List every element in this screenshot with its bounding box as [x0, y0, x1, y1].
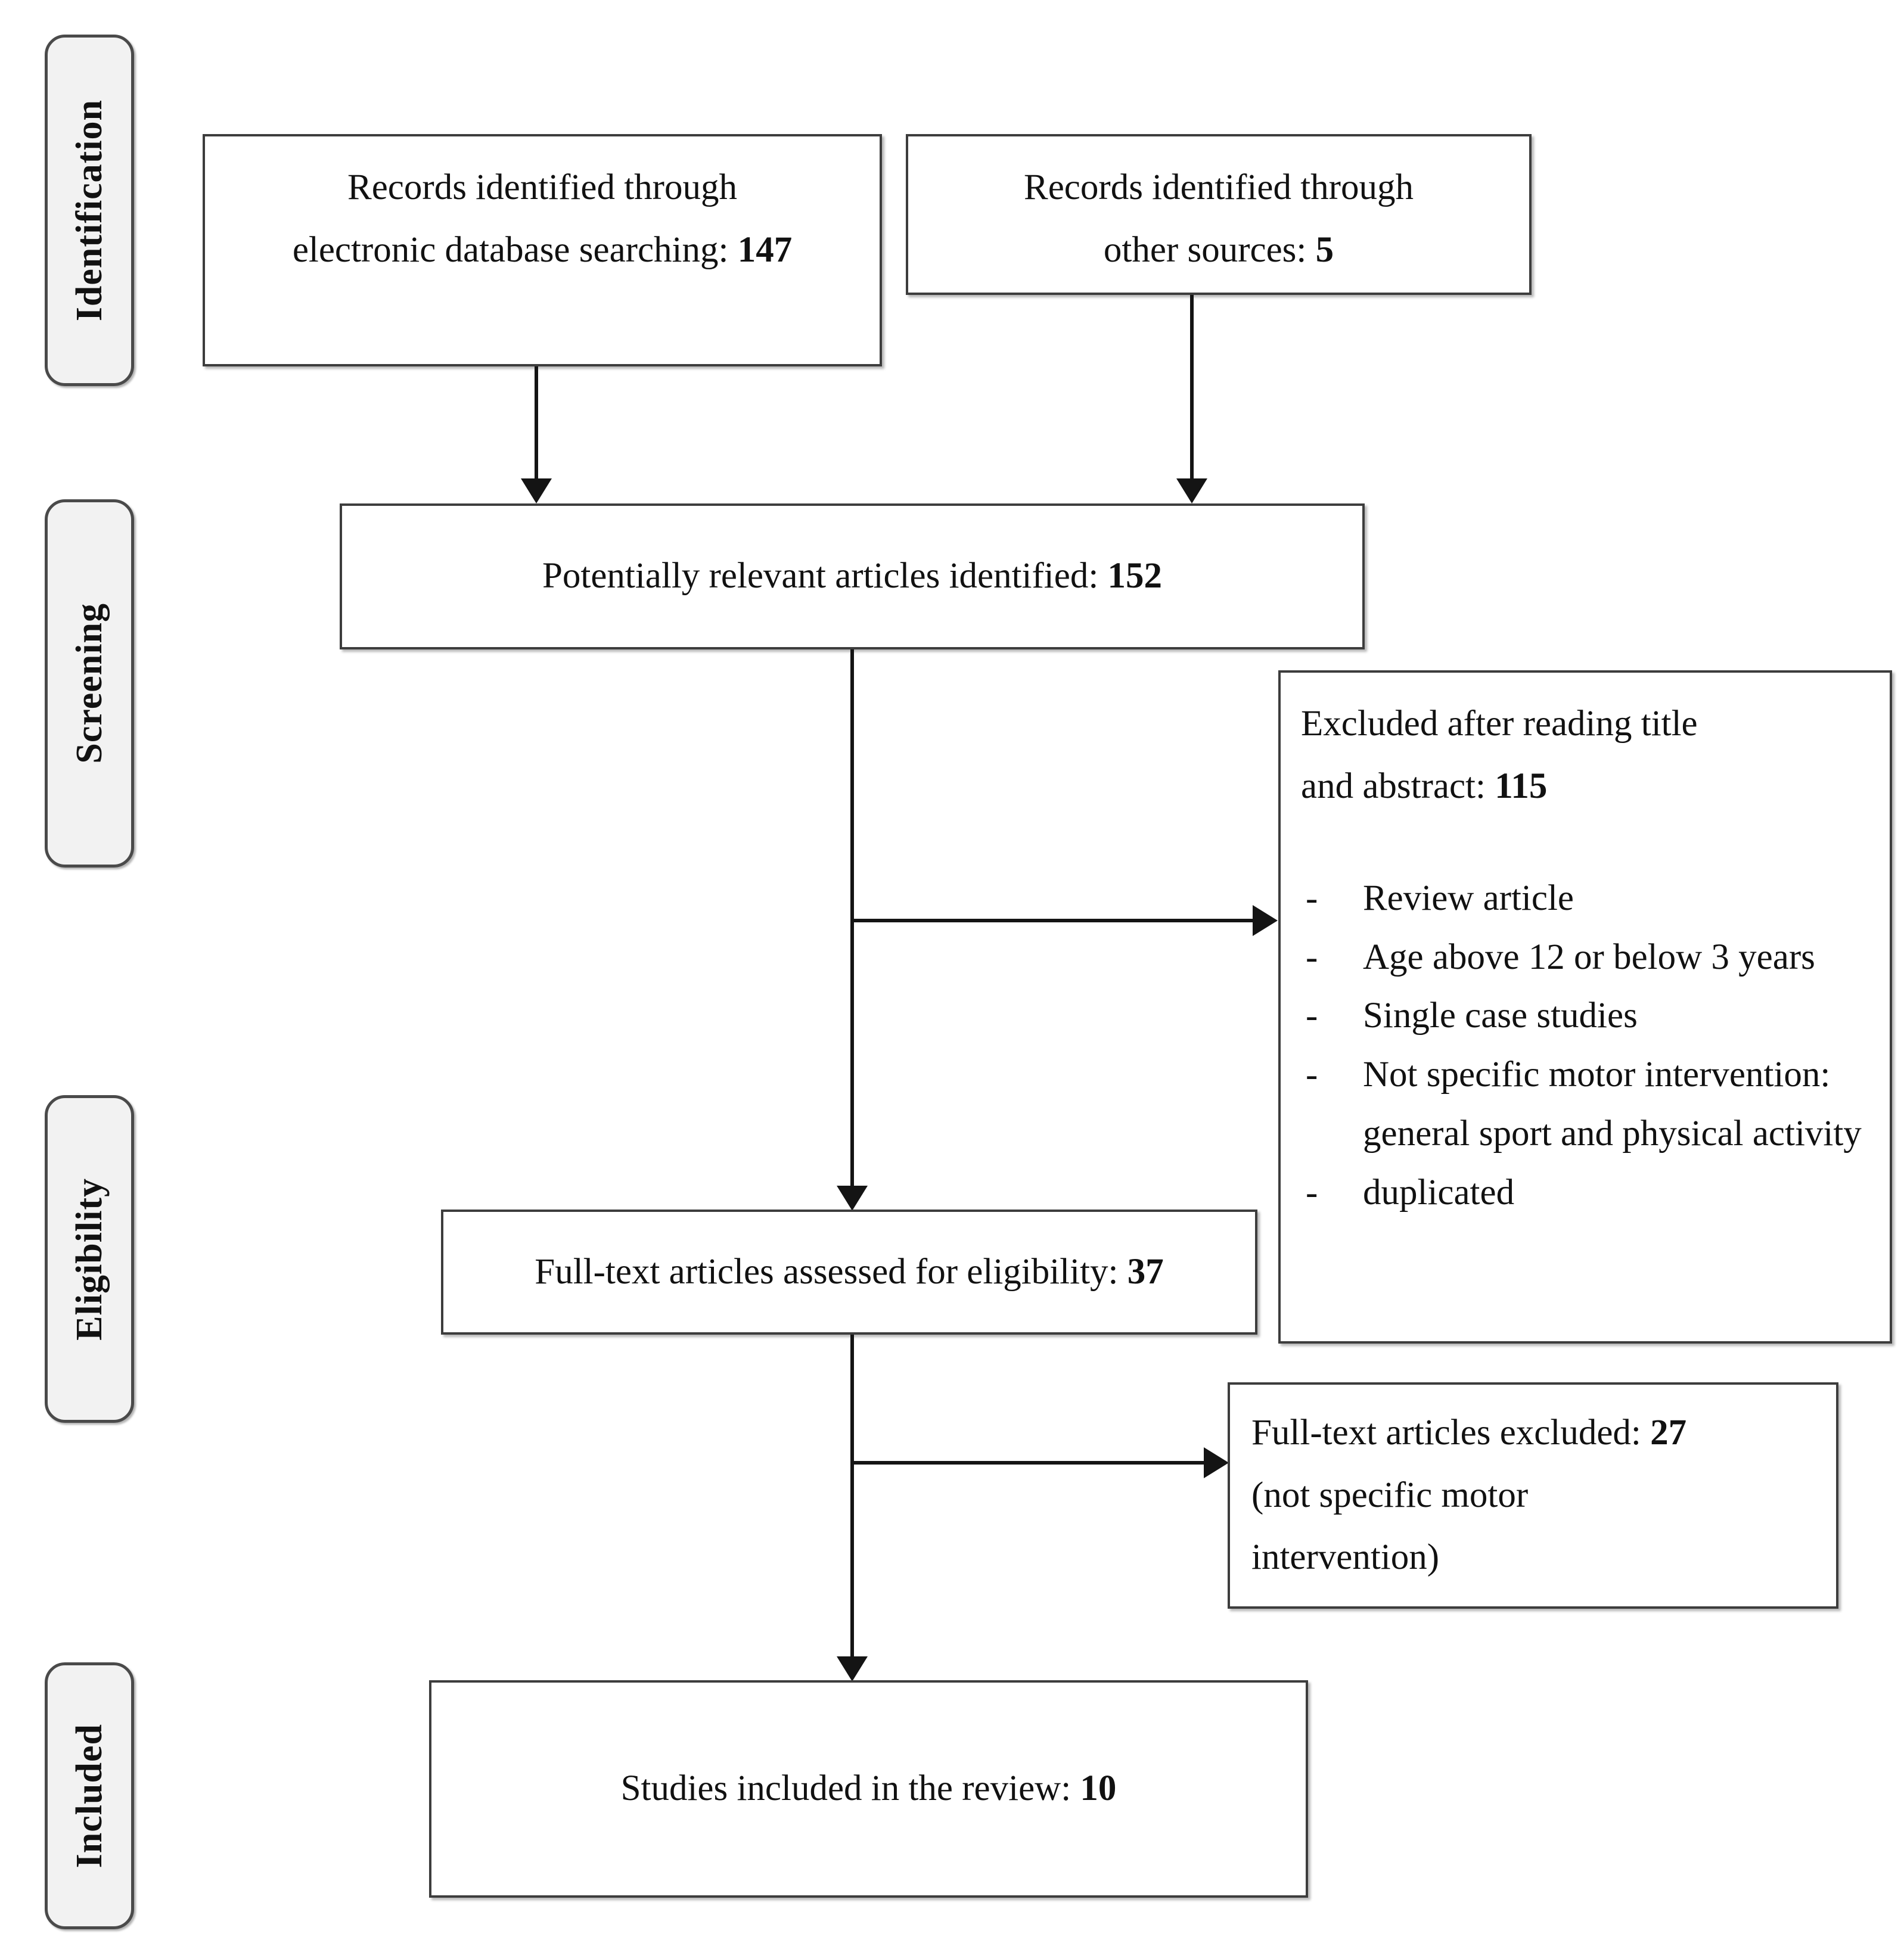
connector-screening-to-eligibility: [850, 649, 854, 1186]
bullet-marker-icon: -: [1306, 1055, 1318, 1095]
box-excluded-title-abstract: Excluded after reading title and abstrac…: [1278, 670, 1892, 1344]
stage-label-identification: Identification: [45, 35, 134, 386]
box-records-identified-other: Records identified through other sources…: [906, 134, 1532, 295]
arrowhead-other-to-screening: [1176, 478, 1207, 503]
arrowhead-screening-to-excluded: [1253, 905, 1278, 936]
box-studies-included: Studies included in the review: 10: [429, 1680, 1308, 1898]
excluded-reason-text: duplicated: [1363, 1172, 1515, 1212]
fulltext-excluded-line3: intervention): [1251, 1537, 1440, 1578]
records-database-line1: Records identified through: [347, 167, 737, 207]
excluded-reason-text: Age above 12 or below 3 years: [1363, 937, 1815, 977]
fulltext-excluded-line1-text: Full-text articles excluded:: [1251, 1412, 1651, 1453]
records-database-count: 147: [737, 229, 793, 270]
list-item: - duplicated: [1301, 1164, 1872, 1223]
connector-screening-to-excluded: [852, 919, 1253, 922]
box-fulltext-excluded: Full-text articles excluded: 27 (not spe…: [1228, 1382, 1838, 1609]
excluded-reason-text: Review article: [1363, 878, 1574, 918]
stage-label-included-text: Included: [69, 1723, 110, 1869]
excluded-head-line1: Excluded after reading title: [1301, 704, 1698, 744]
list-item: - Review article: [1301, 869, 1872, 928]
bullet-marker-icon: -: [1306, 878, 1318, 918]
arrowhead-eligibility-to-included: [837, 1656, 868, 1681]
records-other-line1: Records identified through: [1024, 167, 1414, 207]
list-item: - Single case studies: [1301, 987, 1872, 1046]
list-item: - Not specific motor intervention: gener…: [1301, 1046, 1872, 1164]
box-fulltext-assessed: Full-text articles assessed for eligibil…: [441, 1210, 1257, 1335]
excluded-reason-text: Not specific motor intervention: general…: [1363, 1055, 1862, 1154]
connector-eligibility-to-included: [850, 1335, 854, 1656]
list-item: - Age above 12 or below 3 years: [1301, 928, 1872, 987]
bullet-marker-icon: -: [1306, 996, 1318, 1036]
fulltext-assessed-count: 37: [1127, 1251, 1164, 1292]
bullet-marker-icon: -: [1306, 937, 1318, 977]
records-other-line2-text: other sources:: [1103, 229, 1316, 270]
stage-label-included: Included: [45, 1662, 134, 1929]
connector-eligibility-to-excluded: [852, 1461, 1204, 1465]
studies-included-count: 10: [1080, 1768, 1117, 1809]
potentially-relevant-text: Potentially relevant articles identified…: [542, 556, 1108, 596]
arrowhead-eligibility-to-excluded: [1204, 1447, 1229, 1478]
potentially-relevant-count: 152: [1107, 556, 1163, 596]
records-database-line2-text: electronic database searching:: [292, 229, 738, 270]
arrowhead-database-to-screening: [521, 478, 552, 503]
connector-other-to-screening: [1190, 295, 1194, 478]
stage-label-screening-text: Screening: [69, 603, 110, 764]
box-records-identified-database: Records identified through electronic da…: [203, 134, 882, 366]
fulltext-excluded-line2: (not specific motor: [1251, 1475, 1529, 1515]
arrowhead-screening-to-eligibility: [837, 1186, 868, 1211]
stage-label-identification-text: Identification: [69, 99, 110, 322]
excluded-reason-text: Single case studies: [1363, 996, 1638, 1036]
fulltext-assessed-text: Full-text articles assessed for eligibil…: [535, 1251, 1128, 1292]
stage-label-eligibility: Eligibility: [45, 1095, 134, 1423]
excluded-head-line2-text: and abstract:: [1301, 766, 1495, 806]
bullet-marker-icon: -: [1306, 1172, 1318, 1212]
stage-label-screening: Screening: [45, 499, 134, 868]
excluded-head-count: 115: [1495, 766, 1548, 806]
excluded-reasons-list: - Review article - Age above 12 or below…: [1301, 869, 1872, 1223]
studies-included-text: Studies included in the review:: [620, 1768, 1080, 1809]
box-potentially-relevant: Potentially relevant articles identified…: [340, 503, 1365, 649]
connector-database-to-screening: [535, 366, 538, 478]
stage-label-eligibility-text: Eligibility: [69, 1177, 110, 1341]
records-other-count: 5: [1315, 229, 1334, 270]
fulltext-excluded-count: 27: [1650, 1412, 1687, 1453]
